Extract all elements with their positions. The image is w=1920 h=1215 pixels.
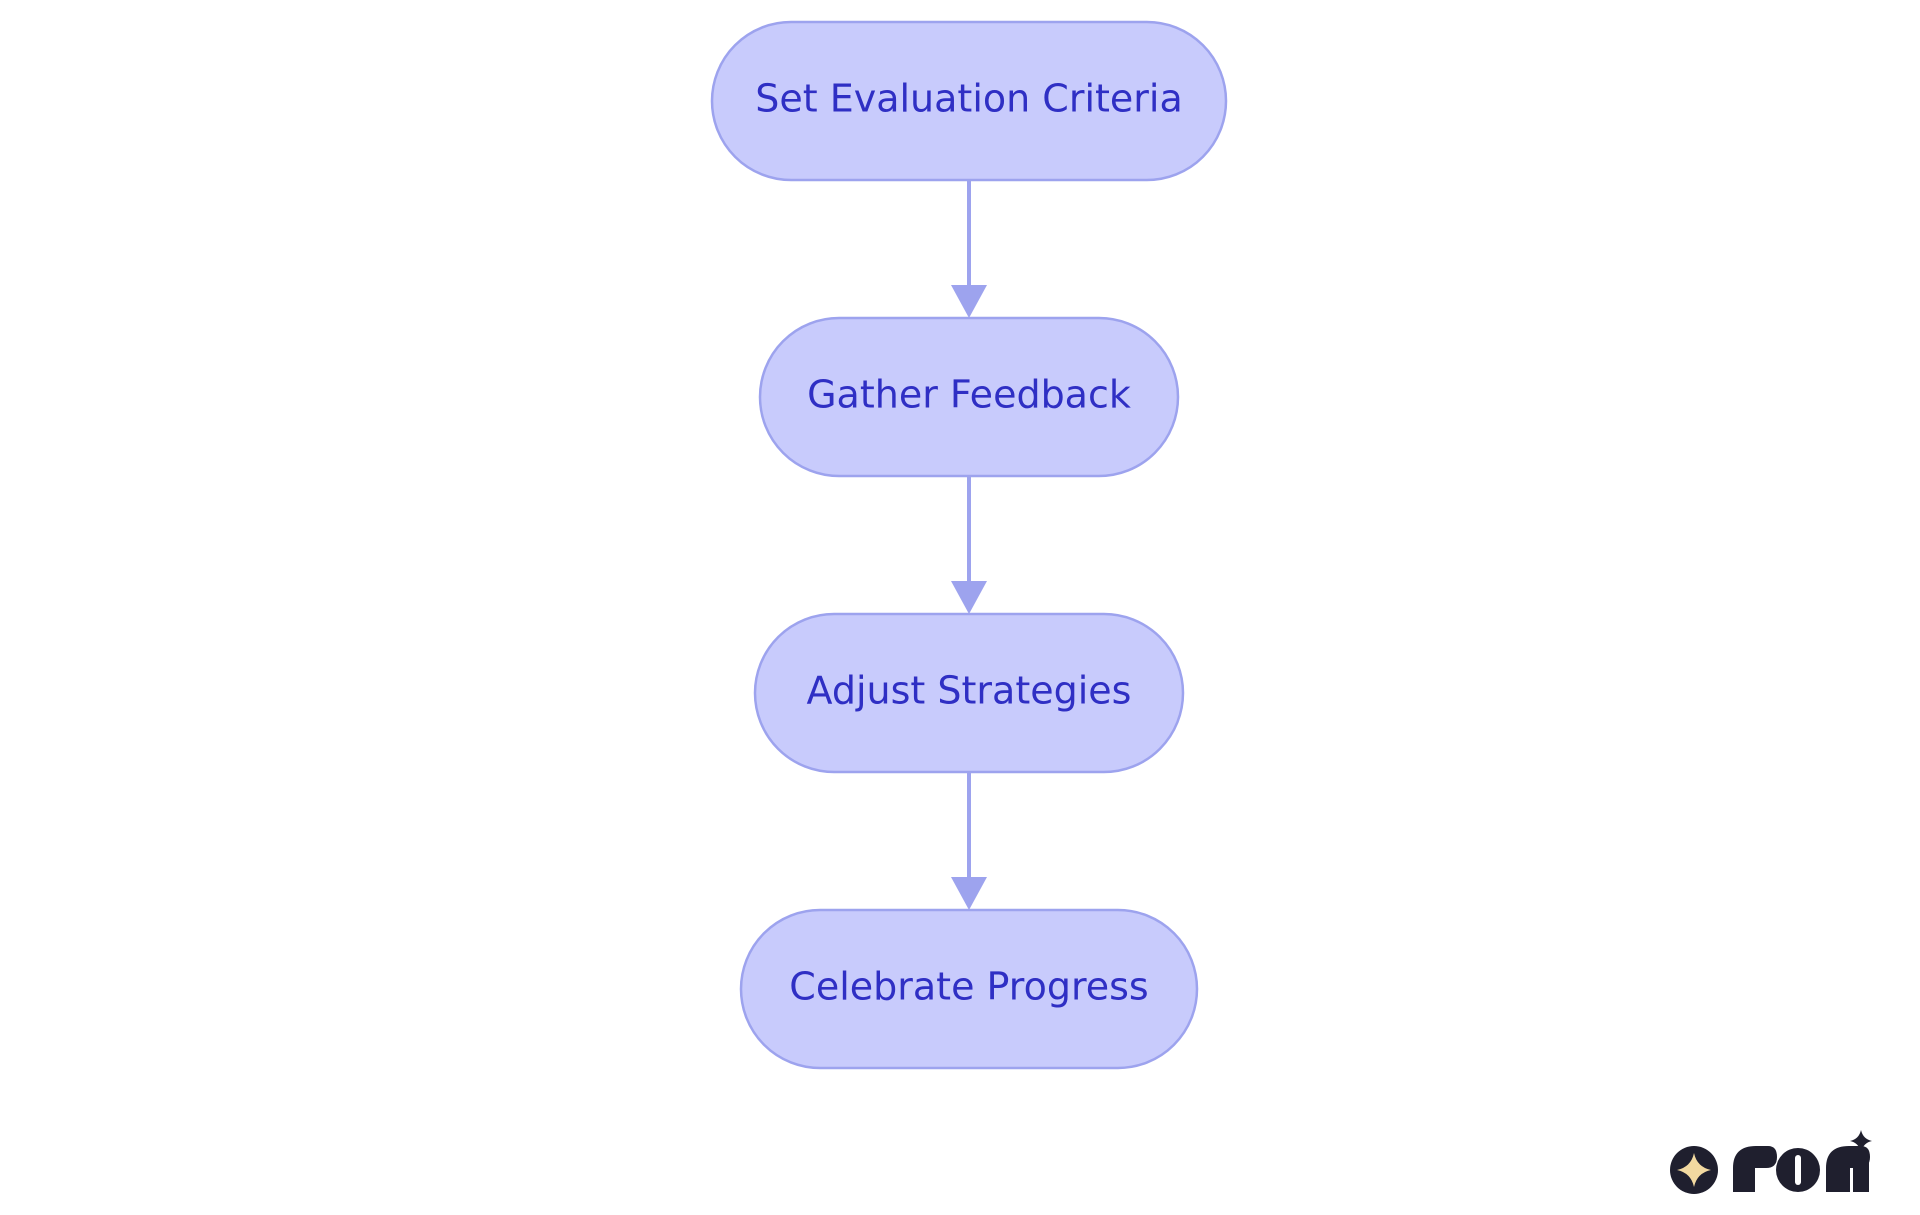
logo-mark bbox=[1670, 1146, 1718, 1194]
node-shape bbox=[758, 316, 1180, 478]
edge-adjust-strategies-to-celebrate-progress bbox=[951, 772, 987, 910]
logo-letter-r bbox=[1733, 1146, 1777, 1192]
logo-wordmark bbox=[1733, 1130, 1872, 1192]
sparkle-small-icon bbox=[1850, 1130, 1872, 1152]
node-label: Celebrate Progress bbox=[789, 965, 1148, 1009]
edge-set-criteria-to-gather-feedback bbox=[951, 180, 987, 318]
edges-layer bbox=[951, 180, 987, 910]
edge-gather-feedback-to-adjust-strategies bbox=[951, 476, 987, 614]
sparkle-icon bbox=[1677, 1153, 1711, 1187]
node-gather-feedback: Gather Feedback bbox=[758, 316, 1180, 478]
edge-arrowhead bbox=[951, 285, 987, 318]
logo-letter-i-stem bbox=[1853, 1160, 1869, 1192]
node-shape bbox=[739, 908, 1199, 1070]
logo-letter-o-counter bbox=[1795, 1155, 1801, 1185]
rori-logo bbox=[1670, 1130, 1872, 1194]
node-shape bbox=[753, 612, 1185, 774]
node-celebrate-progress: Celebrate Progress bbox=[739, 908, 1199, 1070]
node-set-evaluation-criteria: Set Evaluation Criteria bbox=[710, 20, 1228, 182]
node-label: Adjust Strategies bbox=[807, 669, 1132, 713]
nodes-layer: Set Evaluation Criteria Gather Feedback … bbox=[710, 20, 1228, 1070]
node-label: Set Evaluation Criteria bbox=[755, 77, 1183, 121]
edge-arrowhead bbox=[951, 581, 987, 614]
node-label: Gather Feedback bbox=[807, 373, 1131, 417]
node-shape bbox=[710, 20, 1228, 182]
edge-arrowhead bbox=[951, 877, 987, 910]
logo-letter-i bbox=[1843, 1160, 1850, 1192]
node-adjust-strategies: Adjust Strategies bbox=[753, 612, 1185, 774]
